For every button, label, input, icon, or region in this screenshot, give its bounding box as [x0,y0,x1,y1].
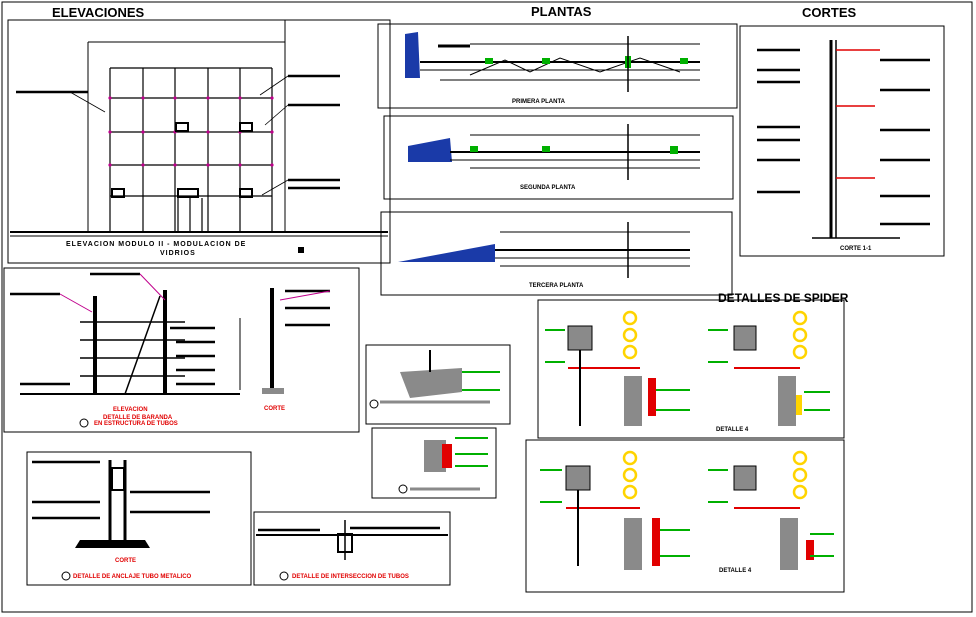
caption-detalle-4b: DETALLE 4 [719,568,752,574]
caption-corte-baranda: CORTE [264,406,285,412]
caption-detalle-4a: DETALLE 4 [716,427,749,433]
title-elevaciones: ELEVACIONES [52,5,145,20]
caption-tercera-planta: TERCERA PLANTA [529,283,584,289]
elevation-panel: ELEVACION MODULO II - MODULACION DE VIDR… [7,19,391,264]
small-detail-a [365,344,511,425]
small-detail-b [371,427,497,499]
railing-detail-panel: ELEVACION DETALLE DE BARANDA EN ESTRUCTU… [3,267,360,433]
caption-detalle-baranda: DETALLE DE BARANDA [103,415,173,421]
caption-elevacion-modulo: ELEVACION MODULO II - MODULACION DE [66,241,246,248]
caption-detalle-interseccion: DETALLE DE INTERSECCION DE TUBOS [292,574,409,580]
intersection-detail-panel: DETALLE DE INTERSECCION DE TUBOS [253,511,451,586]
caption-corte-anclaje: CORTE [115,558,136,564]
caption-elevacion: ELEVACION [113,407,148,413]
caption-primera-planta: PRIMERA PLANTA [512,99,566,105]
plan-segunda-planta: SEGUNDA PLANTA [383,115,734,200]
title-detalles-spider: DETALLES DE SPIDER [718,291,849,305]
section-corte-panel: CORTE 1-1 [739,25,945,257]
spider-detail-top: DETALLE 4 [537,299,845,439]
caption-elevacion-modulo-2: VIDRIOS [160,250,196,257]
plan-tercera-planta: TERCERA PLANTA [380,211,733,296]
anchor-detail-panel: CORTE DETALLE DE ANCLAJE TUBO METALICO [26,451,252,586]
title-cortes: CORTES [802,5,857,20]
spider-detail-bottom: DETALLE 4 [525,439,845,593]
plan-primera-planta: PRIMERA PLANTA [377,23,738,109]
caption-detalle-anclaje: DETALLE DE ANCLAJE TUBO METALICO [73,574,192,580]
glass-modulation-grid [109,67,273,232]
caption-segunda-planta: SEGUNDA PLANTA [520,185,576,191]
title-plantas: PLANTAS [531,4,592,19]
caption-detalle-baranda-2: EN ESTRUCTURA DE TUBOS [94,421,178,427]
caption-corte-1: CORTE 1-1 [840,246,872,252]
